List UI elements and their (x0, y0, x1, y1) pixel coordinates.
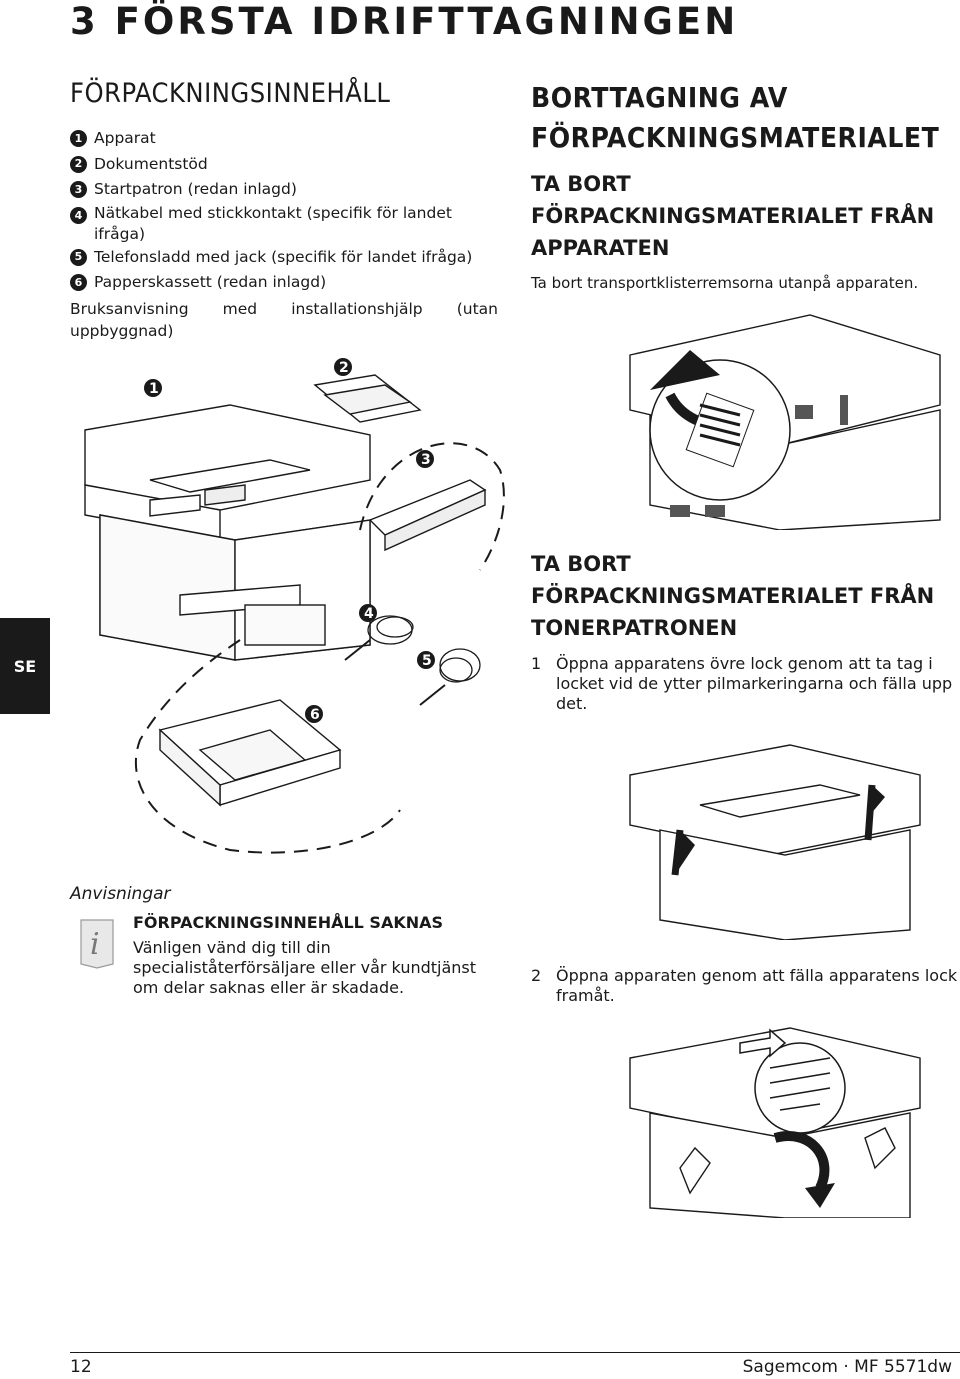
svg-text:5: 5 (422, 653, 432, 669)
chapter-title: 3 FÖRSTA IDRIFTTAGNINGEN (70, 0, 739, 43)
device-heading-line3: APPARATEN (531, 236, 670, 260)
svg-text:i: i (90, 927, 100, 962)
step-number: 2 (531, 966, 542, 985)
document-support-illustration (313, 374, 422, 423)
number-badge: 6 (70, 274, 87, 291)
remove-stickers-illustration (629, 314, 941, 530)
contents-list: 1 Apparat 2 Dokumentstöd 3 Startpatron (red… (70, 126, 498, 296)
notes-box: FÖRPACKNINGSINNEHÅLL SAKNAS Vänligen vän… (133, 912, 493, 998)
step-number: 1 (531, 654, 542, 673)
svg-text:4: 4 (364, 606, 374, 622)
list-item: 6 Papperskassett (redan inlagd) (70, 270, 498, 296)
toner-heading-line2: FÖRPACKNINGSMATERIALET FRÅN (531, 584, 935, 608)
step-text: Öppna apparatens övre lock genom att ta … (556, 654, 953, 713)
notes-label: Anvisningar (70, 884, 171, 904)
list-item: 2 Dokumentstöd (70, 152, 498, 178)
callout-5: 5 (417, 651, 435, 669)
number-badge: 1 (70, 130, 87, 147)
step-text: Öppna apparaten genom att fälla apparate… (556, 966, 958, 1005)
list-item-text: Telefonsladd med jack (specifik för land… (94, 247, 473, 266)
list-item: 1 Apparat (70, 126, 498, 152)
list-item-text: Apparat (94, 129, 156, 147)
number-badge: 5 (70, 248, 87, 266)
device-heading-line2: FÖRPACKNINGSMATERIALET FRÅN (531, 204, 935, 228)
package-contents-illustration: 1 2 3 4 5 6 (84, 358, 505, 854)
svg-text:6: 6 (310, 707, 320, 723)
list-item-text: Dokumentstöd (94, 154, 208, 173)
number-badge: 3 (70, 181, 87, 198)
manual-line: Bruksanvisning med installationshjälp (u… (70, 299, 498, 340)
open-top-cover-illustration (629, 744, 921, 940)
page-number: 12 (70, 1357, 92, 1377)
svg-text:1: 1 (149, 381, 159, 397)
list-item-text: Startpatron (redan inlagd) (94, 180, 297, 198)
svg-text:2: 2 (339, 360, 349, 376)
info-icon: i (80, 919, 114, 969)
list-item-text: Papperskassett (redan inlagd) (94, 273, 327, 291)
callout-3: 3 (416, 450, 434, 468)
callout-6: 6 (305, 705, 323, 723)
notes-title: FÖRPACKNINGSINNEHÅLL SAKNAS (133, 913, 444, 932)
notes-text: Vänligen vänd dig till din specialiståte… (133, 938, 477, 997)
step-1: 1 Öppna apparatens övre lock genom att t… (531, 654, 959, 714)
callout-1: 1 (144, 379, 162, 397)
language-tab: SE (0, 618, 50, 714)
toner-heading-line1: TA BORT (531, 552, 631, 576)
toner-heading-line3: TONERPATRONEN (531, 616, 738, 640)
callout-2: 2 (334, 358, 352, 376)
contents-heading: FÖRPACKNINGSINNEHÅLL (70, 78, 391, 109)
footer-divider (70, 1352, 960, 1353)
power-cable-illustration (344, 615, 414, 661)
paper-cassette-illustration (158, 699, 342, 807)
list-item-text: Nätkabel med stickkontakt (specifik för … (94, 203, 452, 243)
toner-section: TA BORT FÖRPACKNINGSMATERIALET FRÅN TONE… (531, 548, 959, 714)
open-front-cover-illustration (629, 1027, 921, 1218)
svg-text:3: 3 (421, 452, 431, 468)
step-2: 2 Öppna apparaten genom att fälla appara… (531, 966, 959, 1006)
list-item: 4 Nätkabel med stickkontakt (specifik för… (70, 203, 498, 245)
removal-heading-line2: FÖRPACKNINGSMATERIALET (531, 121, 940, 154)
toner-step-2: 2 Öppna apparaten genom att fälla appara… (531, 966, 959, 1006)
footer-brand: Sagemcom · MF 5571dw (742, 1357, 952, 1377)
toner-cartridge-illustration (368, 479, 487, 552)
removal-section: BORTTAGNING AV FÖRPACKNINGSMATERIALET TA… (531, 78, 959, 294)
device-heading-line1: TA BORT (531, 172, 631, 196)
callout-4: 4 (359, 604, 377, 622)
number-badge: 4 (70, 206, 87, 224)
package-contents-section: FÖRPACKNINGSINNEHÅLL 1 Apparat 2 Dokuments… (70, 78, 498, 342)
device-instruction: Ta bort transportklisterremsorna utanpå … (531, 274, 919, 292)
phone-cable-illustration (419, 648, 481, 706)
removal-heading-line1: BORTTAGNING AV (531, 81, 788, 114)
number-badge: 2 (70, 155, 87, 173)
printer-illustration (84, 404, 371, 661)
list-item: 5 Telefonsladd med jack (specifik för lan… (70, 245, 498, 271)
list-item: 3 Startpatron (redan inlagd) (70, 177, 498, 203)
